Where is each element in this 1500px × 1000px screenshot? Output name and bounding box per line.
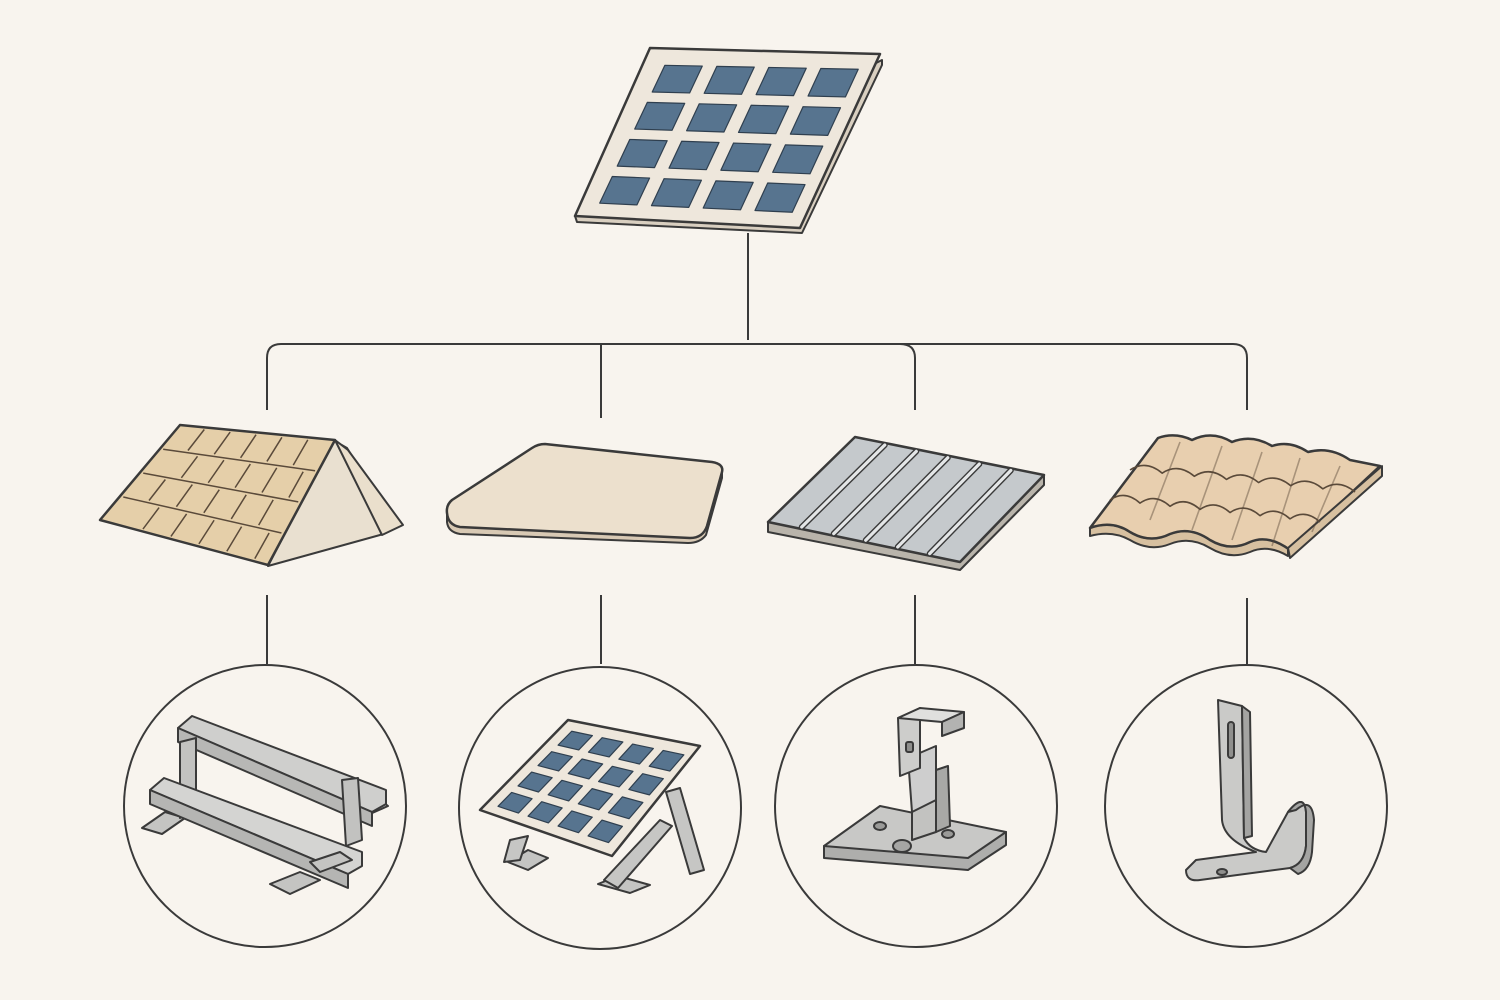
standing-seam-clamp-icon bbox=[823, 707, 1007, 871]
tilt-cell-2-3 bbox=[607, 796, 644, 820]
root-cell-3-1 bbox=[650, 178, 703, 208]
root-cell-0-2 bbox=[755, 66, 807, 97]
flat-roof-icon bbox=[445, 442, 724, 544]
tile-row bbox=[1109, 494, 1321, 523]
tilt-cell-1-3 bbox=[628, 773, 664, 796]
tilt-cell-0-2 bbox=[618, 743, 654, 765]
tile-groove bbox=[1149, 441, 1181, 521]
shingle-joint bbox=[258, 499, 274, 526]
shingle-joint bbox=[203, 489, 220, 514]
shingle-joint bbox=[234, 463, 251, 489]
tilt-cell-0-0 bbox=[557, 730, 594, 751]
root-cell-2-0 bbox=[616, 138, 668, 169]
shingle-joint bbox=[175, 484, 193, 508]
shingle-joint bbox=[142, 507, 160, 530]
pitched-shingle-roof-icon bbox=[98, 423, 404, 567]
shingle-row-line bbox=[163, 448, 316, 472]
branch-bar bbox=[266, 343, 1248, 410]
tilt-cell-2-1 bbox=[547, 779, 584, 802]
root-cell-1-3 bbox=[789, 106, 842, 136]
root-cell-1-2 bbox=[737, 104, 790, 135]
shingle-joint bbox=[187, 429, 205, 451]
rail-mount-icon bbox=[141, 715, 389, 895]
tilt-cell-2-2 bbox=[577, 788, 614, 811]
shingle-joint bbox=[230, 494, 247, 520]
shingle-joint bbox=[180, 455, 199, 479]
tilt-cell-3-2 bbox=[557, 810, 593, 834]
shingle-joint bbox=[226, 526, 243, 552]
shingle-joint bbox=[292, 439, 309, 466]
branch-line-metal bbox=[899, 343, 916, 410]
root-cell-2-1 bbox=[668, 140, 720, 171]
root-cell-3-0 bbox=[599, 175, 651, 206]
tile-groove bbox=[1231, 451, 1263, 541]
metal-seam bbox=[832, 449, 918, 536]
tile-row bbox=[1129, 464, 1356, 493]
root-cell-0-0 bbox=[651, 64, 703, 94]
shingle-joint bbox=[239, 434, 257, 459]
metal-seam bbox=[864, 456, 950, 542]
tilt-cell-0-1 bbox=[587, 737, 624, 758]
solar-panel-icon bbox=[573, 46, 883, 234]
root-cell-0-1 bbox=[703, 65, 755, 95]
tilt-frame-mount-icon bbox=[478, 718, 705, 894]
root-cell-2-2 bbox=[720, 142, 772, 173]
metal-standing-seam-roof-icon bbox=[766, 435, 1046, 571]
root-cell-3-2 bbox=[702, 180, 754, 211]
root-cell-1-1 bbox=[685, 103, 738, 133]
shingle-joint bbox=[261, 467, 278, 493]
tilt-cell-1-1 bbox=[567, 758, 604, 780]
tilt-cell-3-1 bbox=[527, 801, 563, 824]
shingle-joint bbox=[254, 532, 270, 560]
tile-roof-hook-icon bbox=[1185, 699, 1315, 882]
root-cell-2-3 bbox=[772, 144, 824, 175]
shingle-joint bbox=[288, 471, 304, 498]
shingle-joint bbox=[266, 436, 283, 462]
tilt-cell-3-0 bbox=[497, 791, 533, 814]
shingle-joint bbox=[170, 513, 188, 537]
shingle-row-line bbox=[123, 496, 282, 534]
tile-groove bbox=[1271, 457, 1301, 547]
tilt-cell-1-0 bbox=[537, 751, 573, 772]
root-cell-0-3 bbox=[807, 67, 859, 98]
clay-tile-roof-icon bbox=[1088, 434, 1383, 559]
shingle-joint bbox=[213, 431, 231, 455]
tile-groove bbox=[1191, 445, 1223, 531]
tile-groove bbox=[1311, 465, 1341, 533]
shingle-row-line bbox=[143, 472, 299, 503]
shingle-lines bbox=[123, 429, 316, 560]
root-cell-1-0 bbox=[634, 101, 686, 131]
shingle-joint bbox=[198, 519, 215, 545]
metal-seam bbox=[928, 468, 1013, 556]
connector-lines bbox=[266, 233, 1248, 664]
root-cell-3-3 bbox=[754, 182, 806, 213]
tilt-cell-0-3 bbox=[648, 749, 685, 772]
tilt-panel-cells bbox=[497, 730, 685, 844]
metal-seam bbox=[896, 462, 981, 549]
tilt-cell-3-3 bbox=[587, 819, 624, 844]
shingle-joint bbox=[148, 479, 166, 501]
tilt-cell-2-0 bbox=[517, 771, 553, 793]
tilt-cell-1-2 bbox=[597, 765, 634, 788]
tile-rows bbox=[1109, 441, 1356, 547]
solar-panel-cells bbox=[599, 64, 859, 213]
metal-seams bbox=[798, 442, 1014, 557]
shingle-joint bbox=[207, 459, 225, 484]
metal-seam bbox=[800, 443, 887, 529]
